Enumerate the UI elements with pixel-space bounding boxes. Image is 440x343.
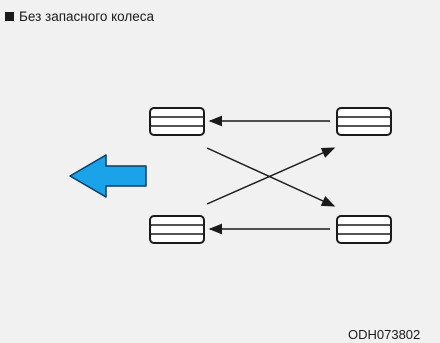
arrow-rear-left-to-front-right [206,147,336,205]
tire-rear-right [336,215,392,244]
section-title: Без запасного колеса [19,9,155,24]
tire-rear-left [149,215,205,244]
figure-code: ODH073802 [348,327,421,342]
square-bullet-icon [5,12,14,21]
forward-direction-arrow-icon [69,154,147,198]
tire-front-left [149,107,205,136]
section-heading: Без запасного колеса [5,9,154,24]
arrow-front-left-to-rear-right [206,147,336,207]
tire-front-right [336,107,392,136]
